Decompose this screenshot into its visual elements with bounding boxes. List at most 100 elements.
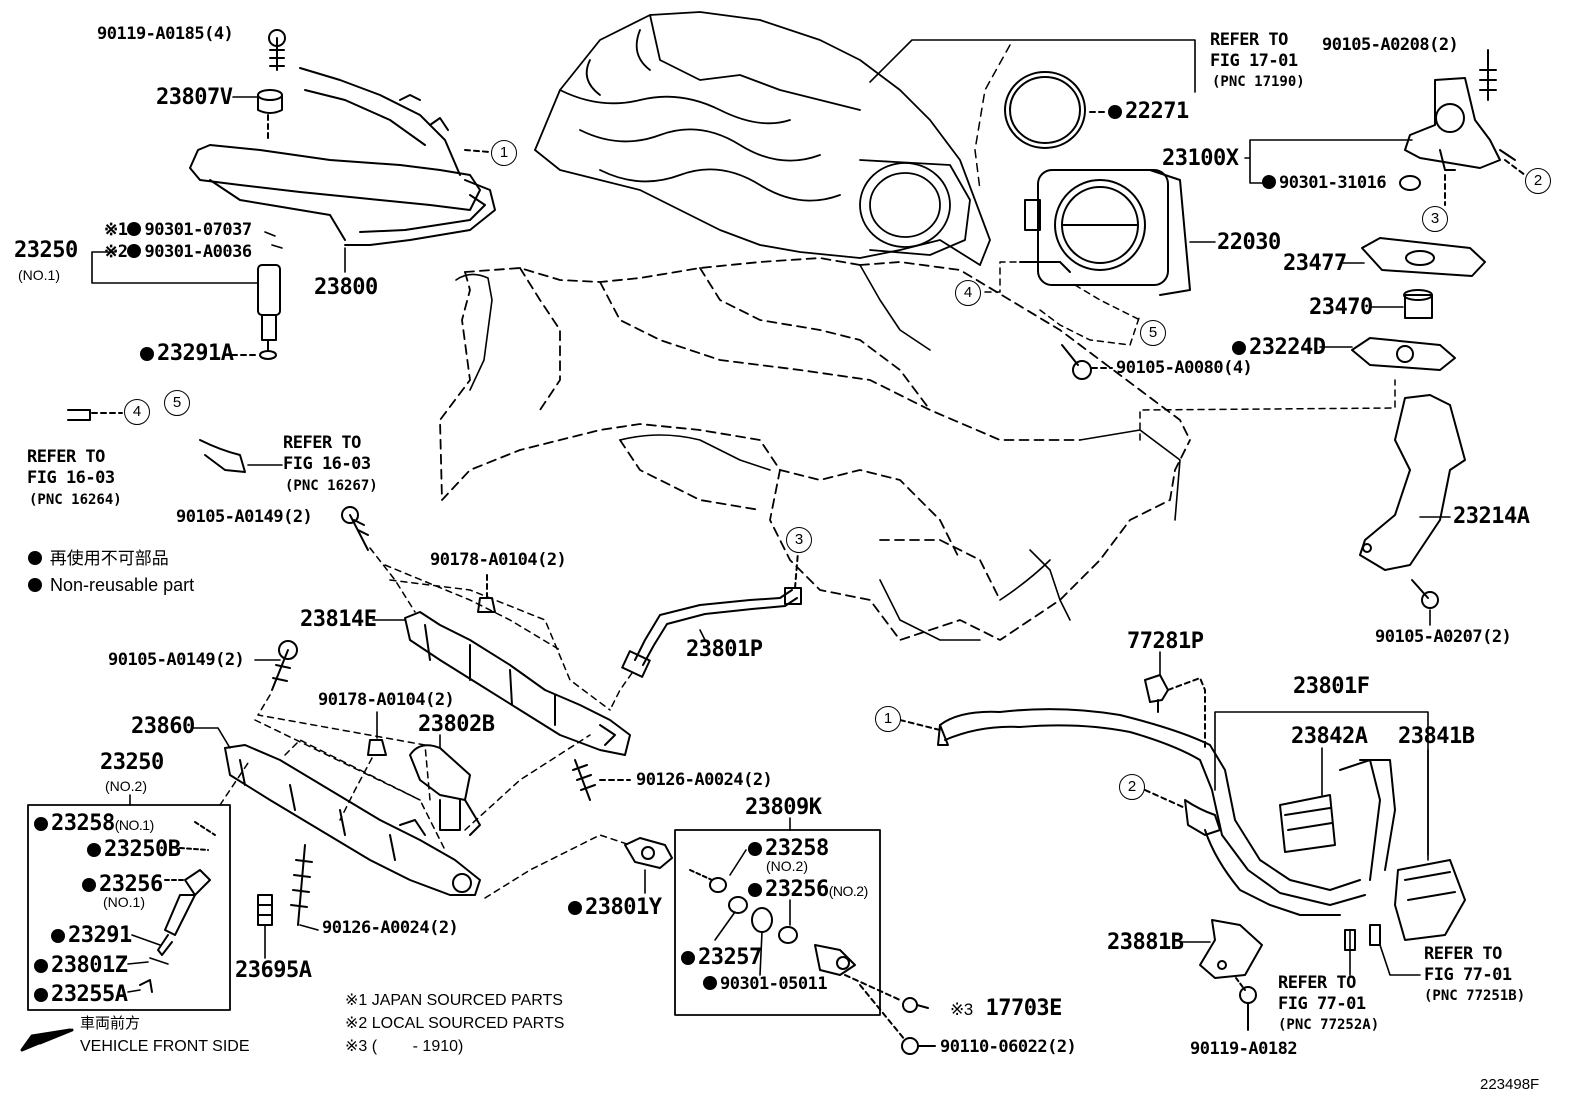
delivery-pipe-23860 (224, 744, 481, 896)
leader-23801P (699, 629, 706, 641)
connector-23842A (1279, 794, 1336, 853)
fuel-pump-23100X (1404, 77, 1516, 171)
label-90105-A0207: 90105-A0207(2) (1375, 627, 1512, 647)
non-reusable-dot-icon (51, 929, 65, 943)
engine-block-outline (439, 257, 1191, 641)
ref-16267-line3: (PNC 16267) (285, 478, 378, 494)
ref-77252-line1: REFER TO (1278, 973, 1356, 993)
dashed-bolt-rail-b (257, 694, 431, 801)
callout-3-pump: 3 (1422, 206, 1448, 232)
non-reusable-dot-icon (34, 817, 48, 831)
label-90301-05011: 90301-05011 (703, 976, 828, 993)
dashed-rail-bolt-a (369, 547, 416, 613)
leader-23258-no1 (194, 821, 216, 836)
fuel-rail-23814E (404, 611, 631, 756)
gasket-22271 (1004, 71, 1086, 149)
grommet-23807V (257, 89, 283, 114)
seal-23801Z (149, 957, 169, 965)
leader-90126-A0024b (299, 924, 319, 931)
kit-leader-a (689, 869, 713, 881)
kit-leader-b (714, 911, 736, 941)
oring-90301-31016 (1399, 175, 1421, 191)
label-23800: 23800 (314, 275, 378, 300)
bracket-23214A (1359, 394, 1466, 571)
dashed-77281P (1167, 677, 1206, 751)
ref-17-01-line1: REFER TO (1210, 30, 1288, 50)
callout-2-pump: 2 (1525, 168, 1551, 194)
label-23860: 23860 (131, 714, 195, 739)
label-23256-no2: 23256(NO.2) (748, 879, 868, 901)
label-90126-A0024a: 90126-A0024(2) (636, 770, 773, 790)
label-23250B: 23250B (87, 839, 181, 861)
dashed-rail-lower-b (284, 739, 421, 801)
callout-2-harness: 2 (1119, 774, 1145, 800)
ref-77252-line2: FIG 77-01 (1278, 994, 1366, 1014)
bolt-17703E (902, 997, 929, 1013)
callout-5-throttle: 5 (1140, 320, 1166, 346)
label-90178-A0104b: 90178-A0104(2) (318, 690, 455, 710)
bolt-90105-A0207 (1411, 579, 1439, 609)
bracket-23881B (1199, 919, 1263, 979)
label-90105-A0149a: 90105-A0149(2) (176, 507, 313, 527)
leader-23291 (131, 934, 161, 946)
non-reusable-dot-icon (34, 959, 48, 973)
dashed-rail-lower-a (254, 719, 446, 851)
ref-16267-line1: REFER TO (283, 433, 361, 453)
non-reusable-dot-icon (28, 578, 42, 592)
label-23291A: 23291A (140, 343, 234, 365)
dashed-pipe-3 (794, 551, 799, 589)
kit-oring-a (709, 877, 727, 893)
non-reusable-dot-icon (82, 878, 96, 892)
leader-77251 (1379, 944, 1421, 976)
non-reusable-dot-icon (1108, 105, 1122, 119)
non-reusable-dot-icon (748, 883, 762, 897)
label-23291: 23291 (51, 925, 132, 947)
leader-23801Z (127, 961, 149, 965)
injector-23250-no1 (257, 264, 281, 351)
label-23842A: 23842A (1291, 724, 1368, 749)
dashed-pump-2 (1504, 159, 1526, 176)
non-reusable-dot-icon (127, 244, 142, 258)
label-23801F: 23801F (1293, 674, 1370, 699)
label-17703E: ※3 17703E (950, 996, 1062, 1021)
non-reusable-dot-icon (568, 901, 582, 915)
label-90301-31016: 90301-31016 (1262, 175, 1387, 192)
sensor-77281P (1144, 674, 1169, 713)
dashed-injector-box (219, 759, 251, 806)
non-reusable-dot-icon (1262, 175, 1276, 189)
label-90126-A0024b: 90126-A0024(2) (322, 918, 459, 938)
leader-23250B (179, 847, 209, 851)
label-23250-no2-suffix: (NO.2) (105, 778, 147, 794)
note-2: ※2 LOCAL SOURCED PARTS (345, 1015, 565, 1032)
label-90110-06022: 90110-06022(2) (940, 1037, 1077, 1057)
bolt-90105-A0149b (271, 649, 291, 691)
small-oring-a (264, 231, 276, 237)
bolt-head-90105-A0149b (278, 640, 298, 660)
label-23802B: 23802B (418, 712, 495, 737)
leader-23860 (192, 727, 231, 749)
dashed-kit-17703E (844, 974, 901, 1001)
non-reusable-dot-icon (681, 951, 695, 965)
label-23809K: 23809K (745, 795, 822, 820)
injector-box-23250-no2 (27, 804, 231, 1011)
label-23250-no2: 23250 (100, 750, 164, 775)
callout-1-rail: 1 (491, 140, 517, 166)
label-90105-A0080: 90105-A0080(4) (1116, 358, 1253, 378)
label-23801P: 23801P (686, 637, 763, 662)
kit-oring-d (778, 926, 798, 944)
label-23256-no1: 23256 (82, 874, 163, 896)
callout-4-hose: 4 (124, 399, 150, 425)
callout-5-hose: 5 (164, 390, 190, 416)
label-90119-A0182: 90119-A0182 (1190, 1039, 1298, 1059)
pin-77251 (1369, 924, 1381, 946)
label-23256-no1-suffix: (NO.1) (103, 894, 145, 910)
label-23258-no2-suffix: (NO.2) (766, 858, 808, 874)
leader-rail-1 (464, 149, 491, 153)
note-1: ※1 JAPAN SOURCED PARTS (345, 992, 563, 1009)
label-23257: 23257 (681, 947, 762, 969)
label-23250-no1-suffix: (NO.1) (18, 267, 60, 283)
dashed-hose-rail (464, 734, 591, 831)
dashed-collar-b (339, 757, 373, 821)
